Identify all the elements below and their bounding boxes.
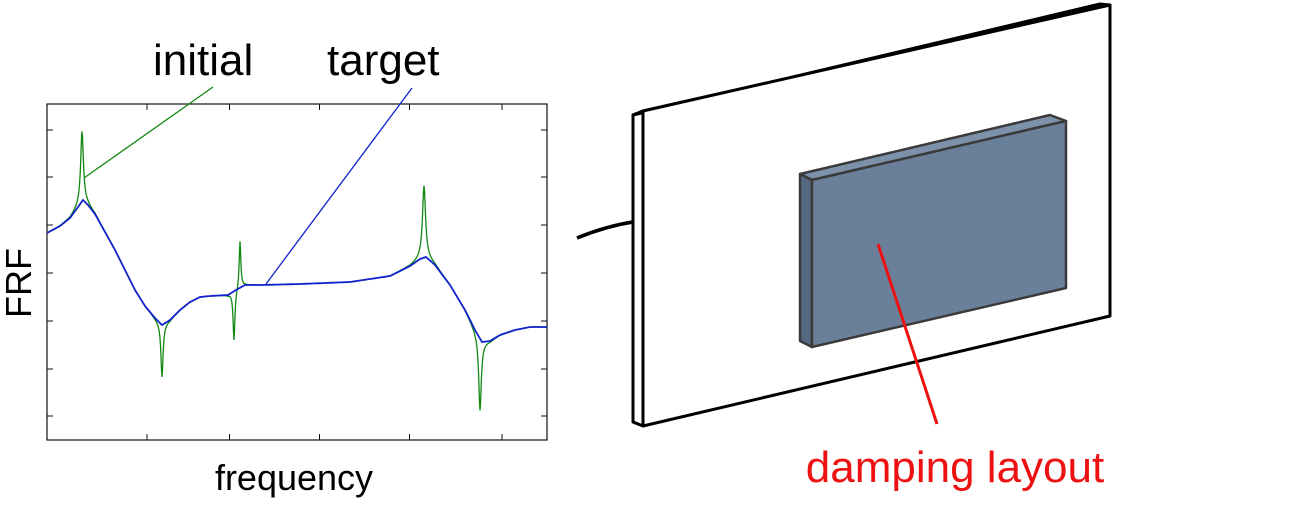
plot-frame bbox=[46, 103, 548, 441]
y-axis-label: FRF bbox=[0, 248, 39, 318]
frf-plot: initial target FRF frequency bbox=[0, 36, 548, 498]
initial-leader-line bbox=[83, 86, 214, 179]
damping-leader-line bbox=[876, 243, 939, 425]
damping-patch-face bbox=[810, 119, 1068, 349]
damping-layout-label: damping layout bbox=[806, 443, 1104, 492]
x-axis-label: frequency bbox=[215, 457, 373, 498]
target-label: target bbox=[327, 36, 440, 85]
target-leader-line bbox=[265, 87, 413, 285]
plate-with-damping: damping layout bbox=[631, 2, 1112, 492]
target-frf-curve bbox=[46, 198, 547, 344]
plot-ticks bbox=[47, 104, 547, 440]
initial-label: initial bbox=[153, 36, 253, 85]
initial-frf-curve bbox=[46, 131, 547, 411]
damping-patch-side bbox=[798, 172, 814, 349]
